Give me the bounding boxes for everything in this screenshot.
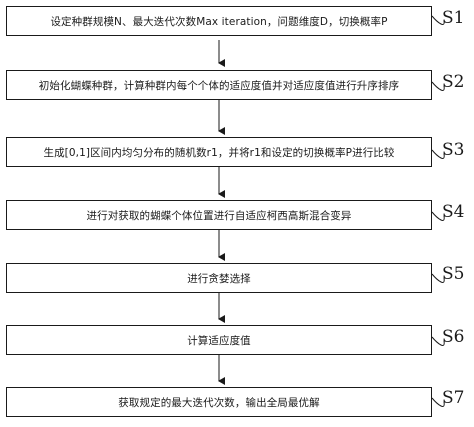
step-label-s1: S1 xyxy=(442,8,465,28)
step-box-s6: 计算适应度值 xyxy=(6,325,432,355)
step-text-s5: 进行贪婪选择 xyxy=(187,272,251,285)
step-label-s5: S5 xyxy=(442,264,465,284)
step-label-s2: S2 xyxy=(442,72,465,92)
step-label-s3: S3 xyxy=(442,140,465,160)
step-text-s1: 设定种群规模N、最大迭代次数Max iteration，问题维度D，切换概率P xyxy=(50,15,388,28)
step-box-s4: 进行对获取的蝴蝶个体位置进行自适应柯西高斯混合变异 xyxy=(6,200,432,230)
step-box-s2: 初始化蝴蝶种群，计算种群内每个个体的适应度值并对适应度值进行升序排序 xyxy=(6,70,432,100)
step-box-s7: 获取规定的最大迭代次数，输出全局最优解 xyxy=(6,387,432,417)
step-text-s4: 进行对获取的蝴蝶个体位置进行自适应柯西高斯混合变异 xyxy=(86,209,352,222)
step-text-s2: 初始化蝴蝶种群，计算种群内每个个体的适应度值并对适应度值进行升序排序 xyxy=(38,79,400,92)
step-label-s7: S7 xyxy=(442,388,465,408)
step-box-s1: 设定种群规模N、最大迭代次数Max iteration，问题维度D，切换概率P xyxy=(6,6,432,36)
step-box-s5: 进行贪婪选择 xyxy=(6,263,432,293)
step-text-s3: 生成[0,1]区间内均匀分布的随机数r1，并将r1和设定的切换概率P进行比较 xyxy=(43,146,395,159)
step-box-s3: 生成[0,1]区间内均匀分布的随机数r1，并将r1和设定的切换概率P进行比较 xyxy=(6,137,432,167)
step-label-s6: S6 xyxy=(442,327,465,347)
step-text-s7: 获取规定的最大迭代次数，输出全局最优解 xyxy=(118,396,320,409)
step-label-s4: S4 xyxy=(442,202,465,222)
step-text-s6: 计算适应度值 xyxy=(187,334,251,347)
